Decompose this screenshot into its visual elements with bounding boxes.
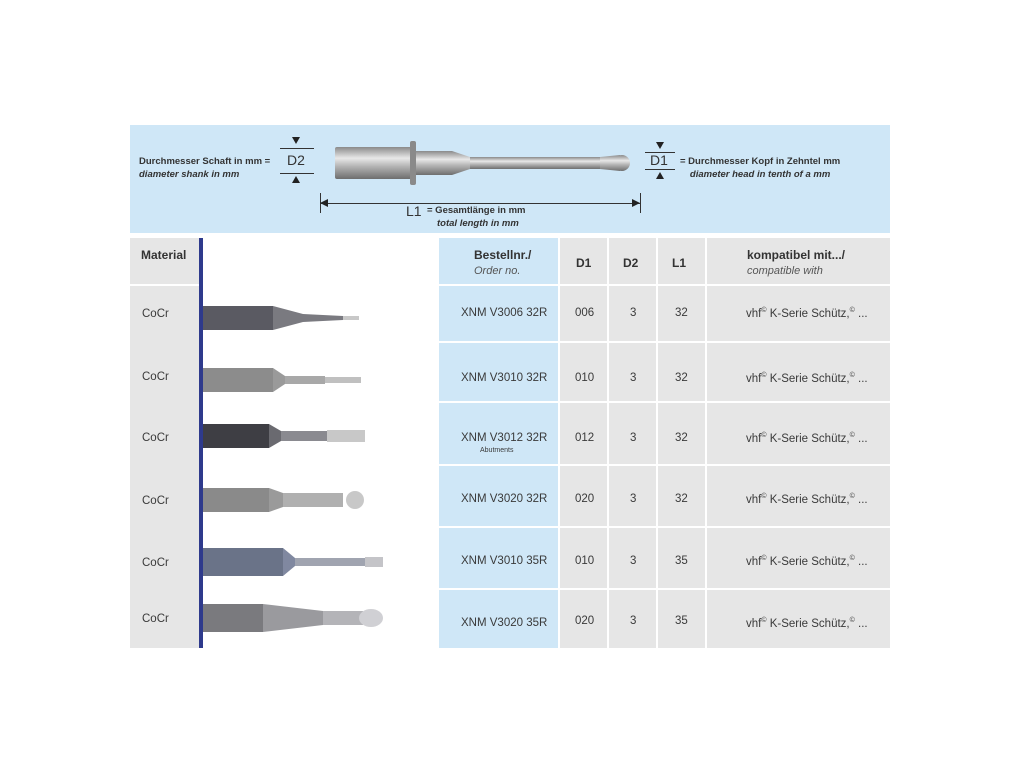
row-3-compat: vhf© K-Serie Schütz,© ...: [707, 403, 890, 464]
row-1-d1: 006: [575, 307, 595, 319]
row-3-d2: 3: [630, 432, 637, 444]
row-1-compat: vhf© K-Serie Schütz,© ...: [707, 286, 890, 341]
row-2-order-cell: XNM V3010 32R: [439, 343, 558, 401]
l1-arrow-right-icon: [632, 199, 640, 207]
row-5-d2: 3: [630, 555, 637, 567]
d2-symbol: D2: [287, 152, 305, 168]
column-divider: [199, 238, 203, 648]
row-2-compat: vhf© K-Serie Schütz,© ...: [707, 343, 890, 401]
d2-legend: Durchmesser Schaft in mm = diameter shan…: [139, 156, 271, 180]
row-6-tool-icon: [203, 604, 383, 632]
row-5-order-cell: XNM V3010 35R: [439, 528, 558, 588]
header-compat: kompatibel mit.../ compatible with: [707, 238, 890, 284]
dimension-diagram: Durchmesser Schaft in mm = diameter shan…: [130, 125, 890, 233]
row-1-d2: 3: [630, 307, 637, 319]
row-5-d1: 010: [575, 555, 595, 567]
row-4-order-cell: XNM V3020 32R: [439, 466, 558, 526]
header-d1: D1: [560, 238, 607, 284]
row-5-l1: 35: [675, 555, 688, 567]
row-3-material: CoCr: [142, 432, 169, 444]
drill-tool-icon: [335, 141, 630, 185]
row-6-material: CoCr: [142, 613, 169, 625]
l1-legend: = Gesamtlänge in mm total length in mm: [427, 205, 526, 229]
row-4-d1: 020: [575, 493, 595, 505]
header-order: Bestellnr./ Order no.: [439, 238, 558, 284]
row-2-d2: 3: [630, 372, 637, 384]
row-6-l1: 35: [675, 615, 688, 627]
row-5-tool-icon: [203, 548, 383, 576]
row-3-tool-icon: [203, 424, 365, 448]
row-6-order-cell: XNM V3020 35R: [439, 590, 558, 648]
d1-symbol: D1: [650, 152, 668, 168]
row-3-note: Abutments: [480, 447, 514, 454]
row-2-tool-icon: [203, 368, 361, 392]
row-5-material: CoCr: [142, 557, 169, 569]
l1-arrow-left-icon: [320, 199, 328, 207]
header-l1: L1: [658, 238, 705, 284]
material-column: [130, 286, 199, 648]
d1-arrow-bottom-icon: [656, 172, 664, 179]
row-1-order-cell: XNM V3006 32R: [439, 286, 558, 341]
d1-legend: = Durchmesser Kopf in Zehntel mm diamete…: [680, 156, 841, 180]
row-2-l1: 32: [675, 372, 688, 384]
row-3-l1: 32: [675, 432, 688, 444]
row-3-order-cell: XNM V3012 32R Abutments: [439, 403, 558, 464]
l1-symbol: L1: [406, 203, 422, 219]
row-6-compat: vhf© K-Serie Schütz,© ...: [707, 590, 890, 648]
d2-arrow-bottom-icon: [292, 176, 300, 183]
row-5-compat: vhf© K-Serie Schütz,© ...: [707, 528, 890, 588]
row-3-d1: 012: [575, 432, 595, 444]
row-4-d2: 3: [630, 493, 637, 505]
row-4-tool-icon: [203, 488, 364, 512]
header-material: Material: [130, 238, 199, 284]
row-1-tool-icon: [203, 306, 359, 330]
row-4-material: CoCr: [142, 495, 169, 507]
row-6-d2: 3: [630, 615, 637, 627]
row-4-compat: vhf© K-Serie Schütz,© ...: [707, 466, 890, 526]
row-2-d1: 010: [575, 372, 595, 384]
row-4-l1: 32: [675, 493, 688, 505]
row-1-material: CoCr: [142, 308, 169, 320]
d1-arrow-top-icon: [656, 142, 664, 149]
row-1-l1: 32: [675, 307, 688, 319]
tool-images: [203, 286, 437, 648]
row-6-d1: 020: [575, 615, 595, 627]
row-2-material: CoCr: [142, 371, 169, 383]
d2-arrow-top-icon: [292, 137, 300, 144]
header-d2: D2: [609, 238, 656, 284]
